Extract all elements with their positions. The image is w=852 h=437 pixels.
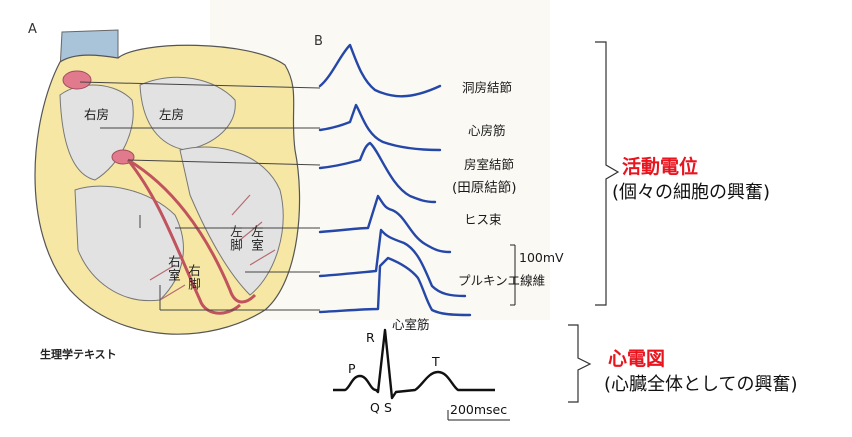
label-his-bundle: ヒス束 bbox=[464, 212, 502, 227]
label-right-ventricle: 右室 bbox=[166, 255, 181, 282]
ecg-label-r: R bbox=[366, 330, 375, 345]
heart-diagram bbox=[34, 29, 301, 335]
waveform-his bbox=[318, 194, 452, 254]
ecg-label-p: P bbox=[348, 361, 356, 376]
sa-node bbox=[62, 70, 92, 90]
time-scale-label: 200msec bbox=[450, 402, 508, 417]
waveform-av-node bbox=[318, 141, 437, 204]
label-av-node: 房室結節 bbox=[464, 157, 515, 172]
connector-av bbox=[127, 159, 321, 166]
bracket-ecg bbox=[568, 324, 592, 403]
waveform-ventricle bbox=[318, 256, 472, 317]
ecg-title: 心電図 bbox=[608, 348, 666, 370]
voltage-scale-label: 100mV bbox=[519, 250, 564, 265]
label-atrial-muscle: 心房筋 bbox=[468, 123, 506, 138]
connector-sa bbox=[79, 81, 321, 89]
label-left-bundle: 左脚 bbox=[228, 225, 243, 252]
connector-lines bbox=[79, 81, 321, 311]
waveform-atrial-muscle bbox=[318, 103, 442, 152]
label-ventricular-muscle: 心室筋 bbox=[392, 317, 430, 332]
voltage-scale-bar bbox=[510, 244, 516, 306]
action-potential-title: 活動電位 bbox=[622, 156, 699, 178]
bracket-action-potential bbox=[595, 41, 620, 306]
waveform-purkinje bbox=[318, 228, 467, 298]
panel-label-b: B bbox=[314, 34, 323, 49]
purkinje-fibers bbox=[149, 194, 276, 301]
label-left-ventricle: 左室 bbox=[249, 225, 264, 252]
ecg-label-q: Q bbox=[370, 400, 380, 415]
ecg-subtitle: (心臓全体としての興奮) bbox=[604, 374, 798, 395]
label-left-atrium: 左房 bbox=[159, 107, 185, 122]
label-purkinje: プルキンエ線維 bbox=[458, 273, 546, 288]
label-tawara-node: (田原結節) bbox=[452, 180, 517, 196]
ecg-trace bbox=[333, 328, 495, 400]
right-ventricle-chamber bbox=[74, 185, 184, 302]
ecg-label-t: T bbox=[432, 354, 440, 369]
source-caption: 生理学テキスト bbox=[40, 348, 117, 361]
label-sa-node: 洞房結節 bbox=[462, 80, 513, 95]
ecg-label-s: S bbox=[384, 400, 392, 415]
left-atrium-chamber bbox=[139, 76, 236, 151]
label-right-bundle: 右脚 bbox=[186, 264, 201, 291]
label-right-atrium: 右房 bbox=[84, 107, 110, 122]
left-ventricle-chamber bbox=[179, 146, 284, 296]
ecg-trace-group bbox=[333, 328, 495, 400]
waveform-sa-node bbox=[318, 43, 442, 98]
panel-label-a: A bbox=[28, 22, 37, 37]
right-bundle-branch bbox=[126, 159, 241, 315]
action-potential-subtitle: (個々の細胞の興奮) bbox=[612, 182, 771, 203]
left-bundle-branch bbox=[127, 158, 257, 304]
action-potentials bbox=[318, 43, 472, 317]
time-scale-bar bbox=[447, 410, 510, 421]
